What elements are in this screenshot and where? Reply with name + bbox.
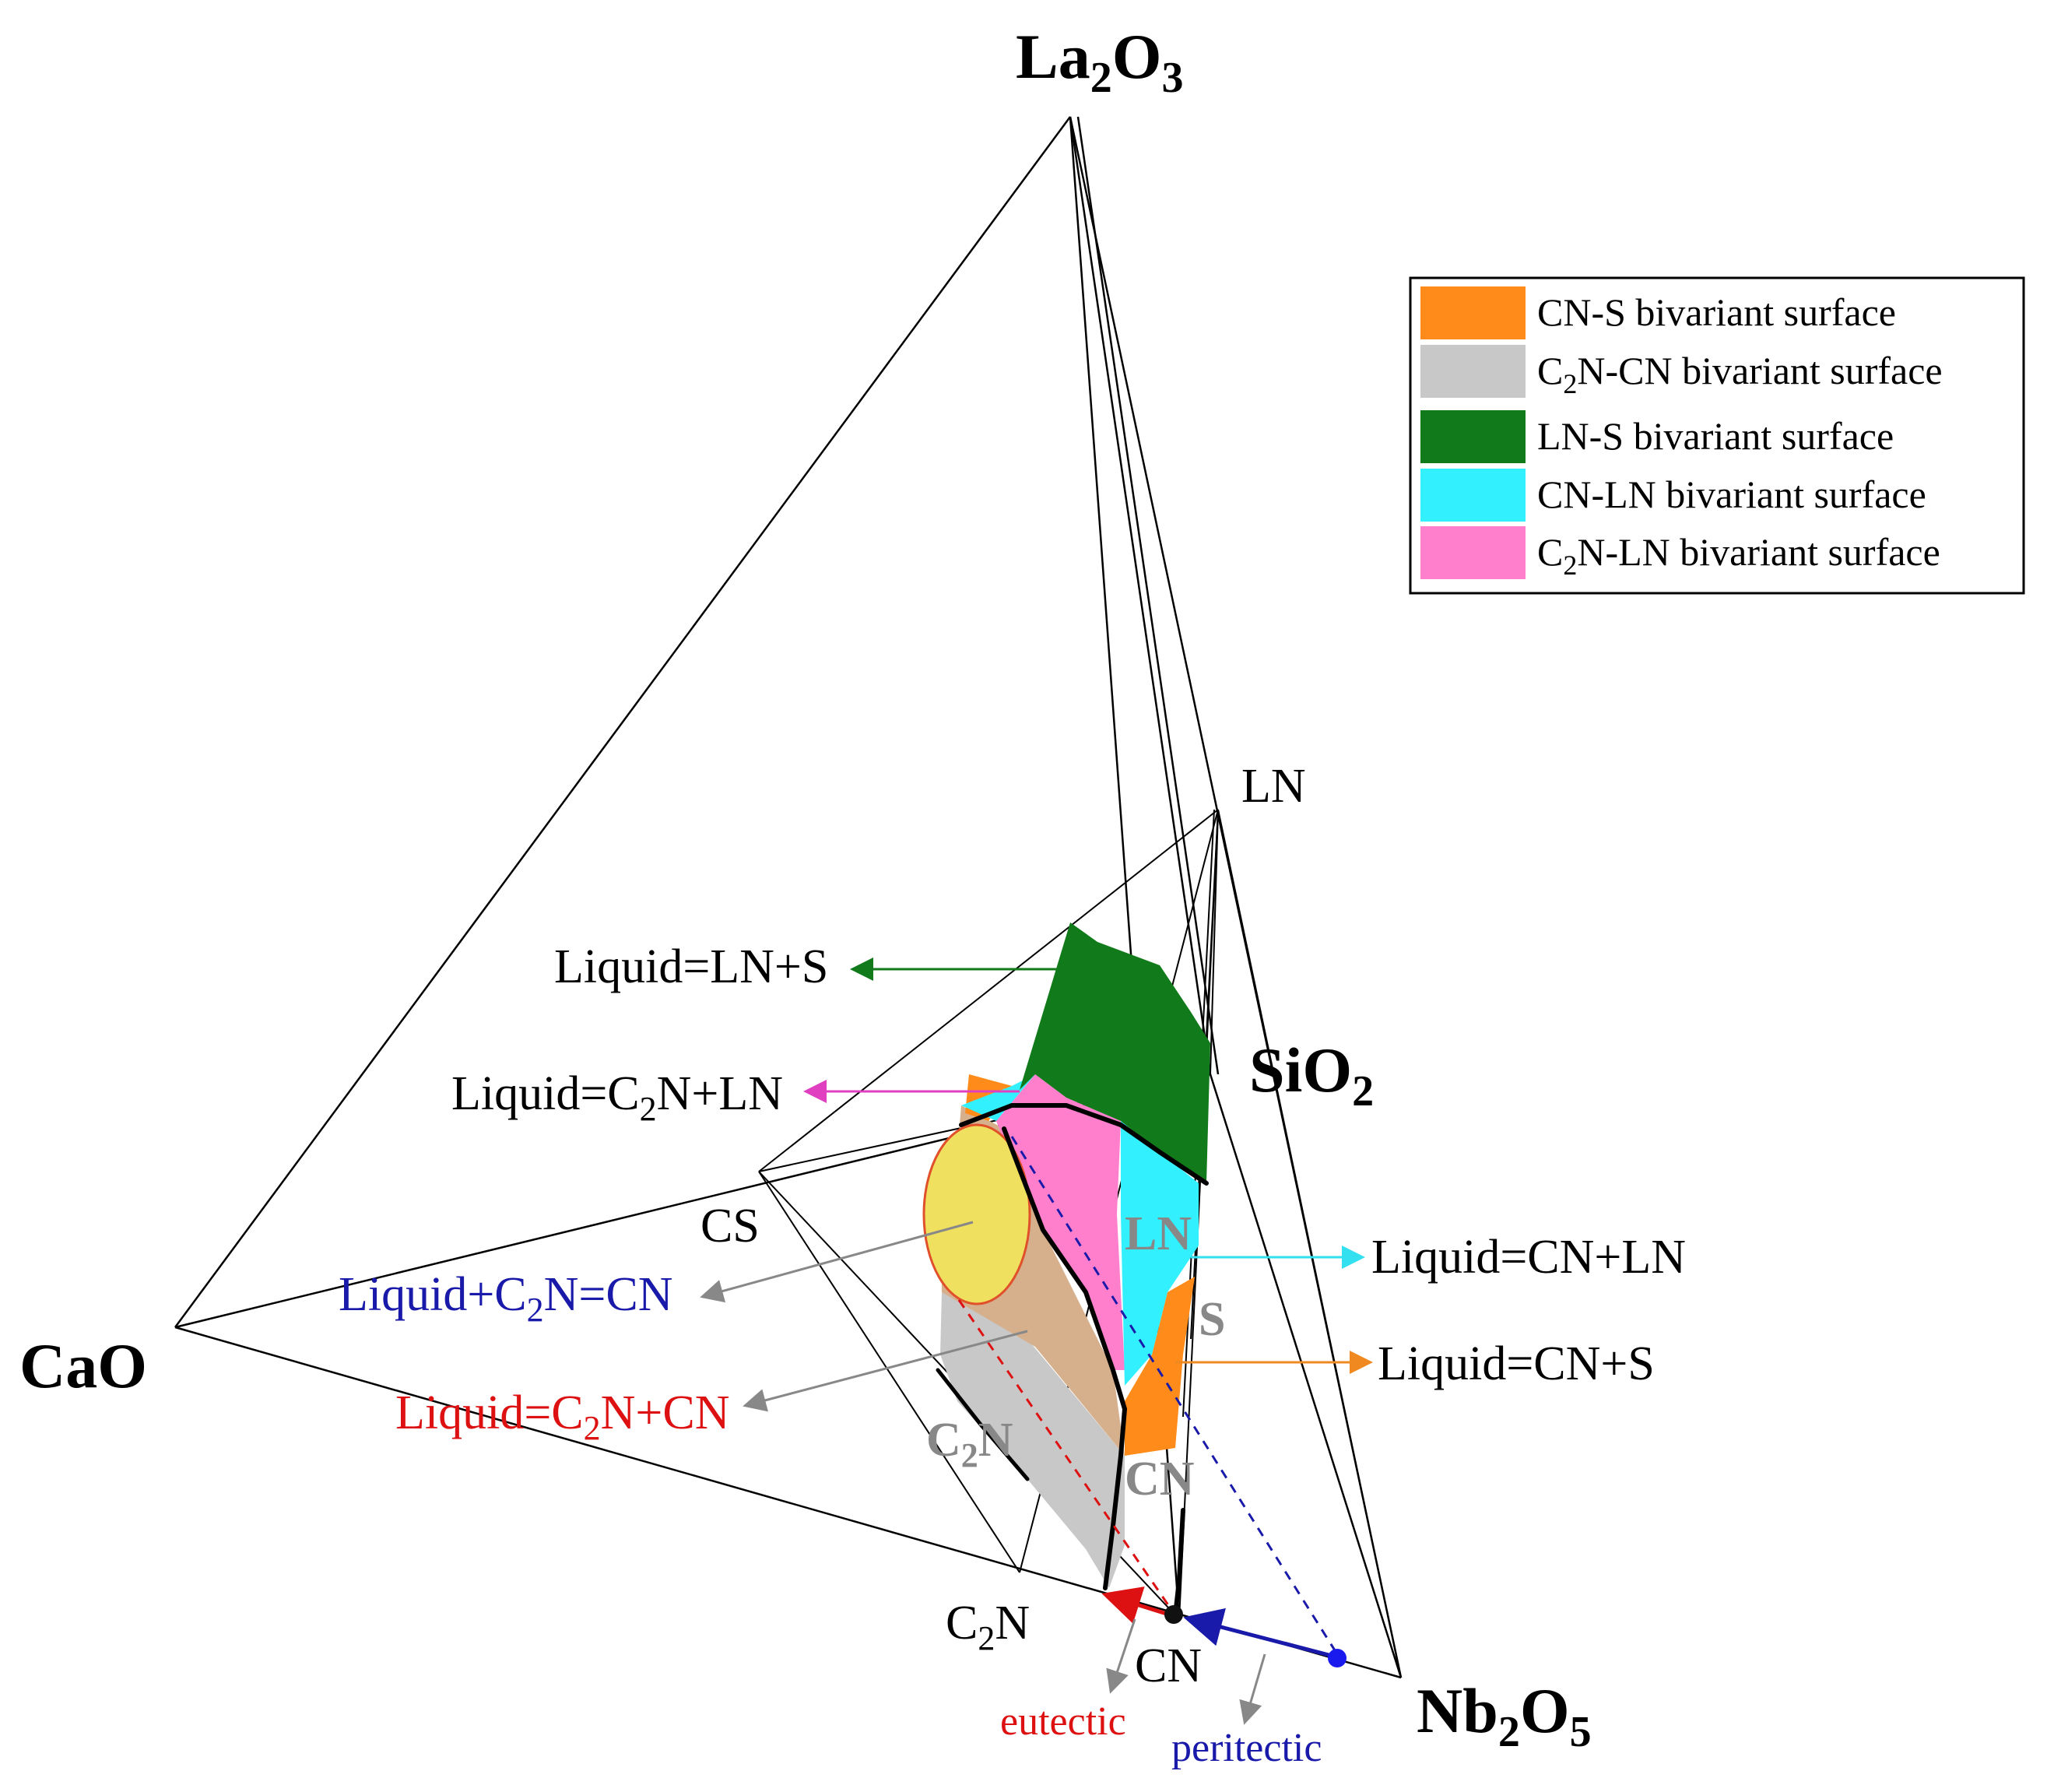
legend-label: CN-LN bivariant surface (1537, 473, 1926, 516)
edge-sio2-nb2o5 (1209, 1073, 1403, 1678)
surfaces (922, 922, 1210, 1588)
label-eutectic: eutectic (1000, 1699, 1126, 1744)
invariant-points (1101, 1586, 1347, 1725)
label-nb2o5: Nb2O5 (1417, 1675, 1592, 1756)
line-cs-c2n (758, 1171, 1020, 1573)
legend-label: CN-S bivariant surface (1537, 290, 1896, 334)
legend-label: C2N-LN bivariant surface (1537, 530, 1940, 581)
surface-cn-s (1125, 1277, 1195, 1456)
legend-swatch (1420, 526, 1526, 579)
curve-cn-ln-boundary (1103, 1407, 1127, 1590)
surface-c2n-cn (940, 1292, 1125, 1588)
label-peritectic: peritectic (1171, 1726, 1322, 1770)
arrow-peritectic-reaction (700, 1221, 974, 1303)
label-c2n-inner: C2N (926, 1414, 1013, 1474)
label-cao: CaO (19, 1330, 147, 1401)
surface-cn-ln-top (961, 1074, 1035, 1121)
label-cn-inner: CN (1125, 1453, 1195, 1506)
arrow-c2n-cn (743, 1330, 1028, 1412)
tetrahedron-edges (174, 116, 1403, 1679)
edge-la2o3-sio2 (1069, 116, 1212, 1075)
label-liquid-cn-s: Liquid=CN+S (1378, 1337, 1655, 1390)
peritectic-arrow (1183, 1608, 1336, 1659)
label-liquid-cn-ln: Liquid=CN+LN (1371, 1231, 1686, 1284)
peritectic-pointer (1239, 1653, 1266, 1725)
label-cn: CN (1135, 1639, 1202, 1692)
compound-labels: LN CS C2N CN LN S C2N CN (700, 760, 1306, 1692)
label-liquid-ln-s: Liquid=LN+S (554, 940, 828, 993)
surface-ln-s (1020, 922, 1210, 1183)
legend-swatch (1420, 410, 1526, 463)
peritectic-point (1328, 1649, 1347, 1667)
vertex-labels: La2O3 CaO SiO2 Nb2O5 (19, 21, 1592, 1756)
label-s-inner: S (1199, 1293, 1225, 1346)
legend-label: LN-S bivariant surface (1537, 414, 1894, 458)
eutectic-arrow (1101, 1586, 1172, 1624)
curve-ln-s-boundary (959, 1103, 1209, 1186)
legend-swatch (1420, 345, 1526, 398)
legend-swatch (1420, 286, 1526, 339)
line-cs-ln (758, 809, 1219, 1172)
label-cs: CS (700, 1200, 760, 1253)
reaction-arrows (700, 957, 1373, 1412)
cn-point (1164, 1605, 1183, 1624)
label-c2n: C2N (946, 1597, 1030, 1657)
line-ln-nb2o5 (1217, 809, 1402, 1678)
line-ln-sio2 (1210, 809, 1219, 1075)
curve-c2n-ln-boundary (1002, 1126, 1127, 1411)
legend-swatch (1420, 469, 1526, 522)
surface-c2n-ln (996, 1074, 1125, 1370)
surface-cn-ln (1121, 1121, 1199, 1386)
curve-cn-vertical (1173, 1508, 1185, 1618)
dashed-lines (957, 1136, 1340, 1657)
curve-c2n-hatch (936, 1368, 1030, 1481)
eutectic-pointer (1106, 1618, 1136, 1694)
label-sio2: SiO2 (1249, 1035, 1374, 1116)
label-liquid-c2n-ln: Liquid=C2N+LN (451, 1067, 783, 1128)
edge-la2o3-cao (174, 116, 1072, 1328)
legend-label: C2N-CN bivariant surface (1537, 349, 1943, 399)
label-liquid-c2n-cn-peritectic: Liquid+C2N=CN (339, 1268, 673, 1329)
reaction-labels: Liquid=LN+S Liquid=C2N+LN Liquid+C2N=CN … (339, 940, 1686, 1447)
dashed-red (957, 1299, 1177, 1616)
point-labels: eutectic peritectic (1000, 1699, 1322, 1770)
boundary-curves (936, 1103, 1209, 1618)
yellow-region (922, 1123, 1031, 1305)
label-la2o3: La2O3 (1016, 21, 1184, 102)
edge-la2o3-sio2-b (1076, 116, 1220, 1075)
label-ln-inner: LN (1125, 1207, 1192, 1260)
label-ln: LN (1241, 760, 1306, 813)
label-liquid-c2n-cn: Liquid=C2N+CN (395, 1386, 730, 1447)
